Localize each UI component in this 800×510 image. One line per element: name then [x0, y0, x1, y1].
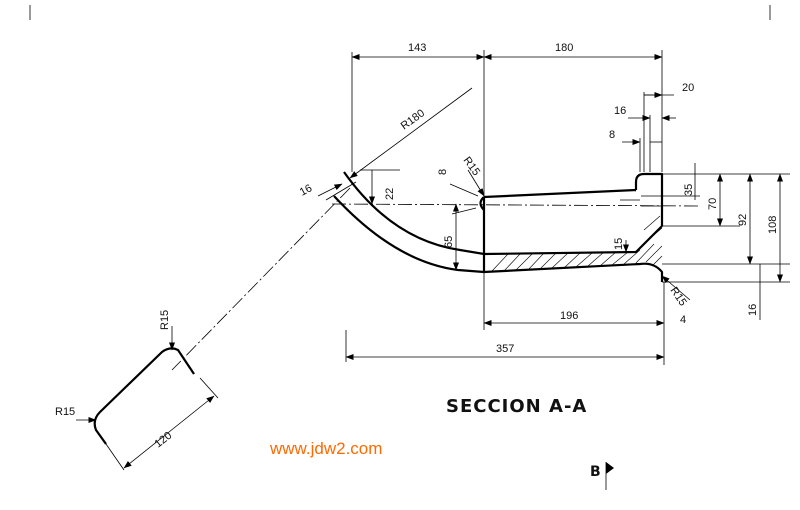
dim-r15-top: R15	[461, 155, 483, 178]
dim-35: 35	[683, 184, 695, 196]
page-corner-marks	[29, 5, 771, 20]
dim-357: 357	[496, 343, 514, 355]
dim-120: 120	[152, 430, 174, 451]
dim-r180: R180	[399, 107, 427, 132]
dim-65: 65	[443, 236, 455, 248]
dimension-labels: 143 180 20 16 8 R180 R15 8 16 22 65 15 3…	[55, 42, 779, 450]
dim-143: 143	[408, 42, 426, 54]
dim-8-left: 8	[437, 169, 449, 175]
dim-108: 108	[767, 216, 779, 234]
dim-r15-detail-left: R15	[55, 406, 75, 418]
dim-16-left: 16	[298, 182, 314, 198]
dim-70: 70	[707, 198, 719, 210]
section-hatching	[491, 215, 663, 272]
dim-15: 15	[613, 238, 625, 250]
section-title: SECCION A-A	[446, 396, 587, 417]
dim-16-bottom: 16	[747, 304, 759, 316]
dim-196: 196	[560, 310, 578, 322]
dim-8-top: 8	[609, 129, 615, 141]
dim-22: 22	[384, 188, 396, 200]
view-arrow-icon	[606, 462, 614, 474]
dim-92: 92	[737, 214, 749, 226]
view-marker: B	[590, 462, 614, 490]
center-lines	[171, 187, 701, 371]
dim-r15-detail-top: R15	[159, 310, 171, 330]
watermark-text: www.jdw2.com	[269, 439, 382, 458]
dim-4: 4	[680, 314, 686, 326]
view-label: B	[590, 464, 601, 480]
dim-r15-right: R15	[668, 285, 689, 308]
dimension-lines	[317, 50, 790, 365]
dim-180: 180	[555, 42, 573, 54]
dim-16-top: 16	[614, 105, 626, 117]
detail-profile	[76, 326, 219, 471]
dim-20: 20	[682, 82, 694, 94]
